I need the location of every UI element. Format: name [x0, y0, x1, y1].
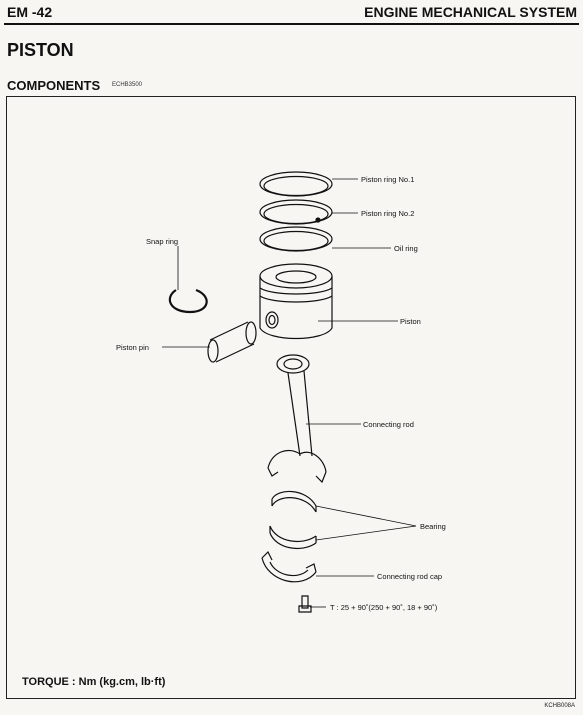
label-connecting-rod-cap: Connecting rod cap — [377, 572, 442, 581]
piston-pin-part — [207, 321, 257, 363]
bearing-upper-part — [271, 491, 317, 513]
piston-ring-2-part — [259, 199, 333, 225]
leader-lines — [162, 178, 417, 608]
piston-part — [259, 263, 333, 340]
oil-ring-part — [259, 226, 333, 252]
label-piston-ring-2: Piston ring No.2 — [361, 209, 414, 218]
piston-ring-1-part — [259, 171, 333, 197]
label-torque-spec: T : 25 + 90˚(250 + 90˚, 18 + 90˚) — [330, 603, 438, 612]
diagram-frame — [6, 96, 576, 699]
label-piston: Piston — [400, 317, 421, 326]
section-title: COMPONENTS — [7, 78, 101, 93]
label-snap-ring: Snap ring — [146, 237, 178, 246]
page-title: PISTON — [7, 40, 74, 60]
figure-code: KCHB008A — [544, 703, 575, 709]
label-connecting-rod: Connecting rod — [363, 420, 414, 429]
torque-units-note: TORQUE : Nm (kg.cm, lb·ft) — [22, 676, 166, 688]
connecting-rod-part — [267, 354, 327, 484]
cap-bolt-part — [298, 595, 312, 613]
label-bearing: Bearing — [420, 522, 446, 531]
page-number: EM -42 — [7, 4, 53, 20]
bearing-lower-part — [269, 525, 317, 550]
connecting-rod-cap-part — [261, 550, 317, 583]
label-piston-pin: Piston pin — [116, 343, 149, 352]
chapter-title: ENGINE MECHANICAL SYSTEM — [364, 4, 577, 20]
piston-exploded-diagram: Piston ring No.1 Piston ring No.2 Oil ri… — [116, 171, 446, 613]
label-oil-ring: Oil ring — [394, 244, 418, 253]
section-code: ECHB3500 — [112, 82, 143, 88]
snap-ring-part — [168, 288, 208, 314]
label-piston-ring-1: Piston ring No.1 — [361, 175, 414, 184]
header-rule — [4, 23, 579, 25]
